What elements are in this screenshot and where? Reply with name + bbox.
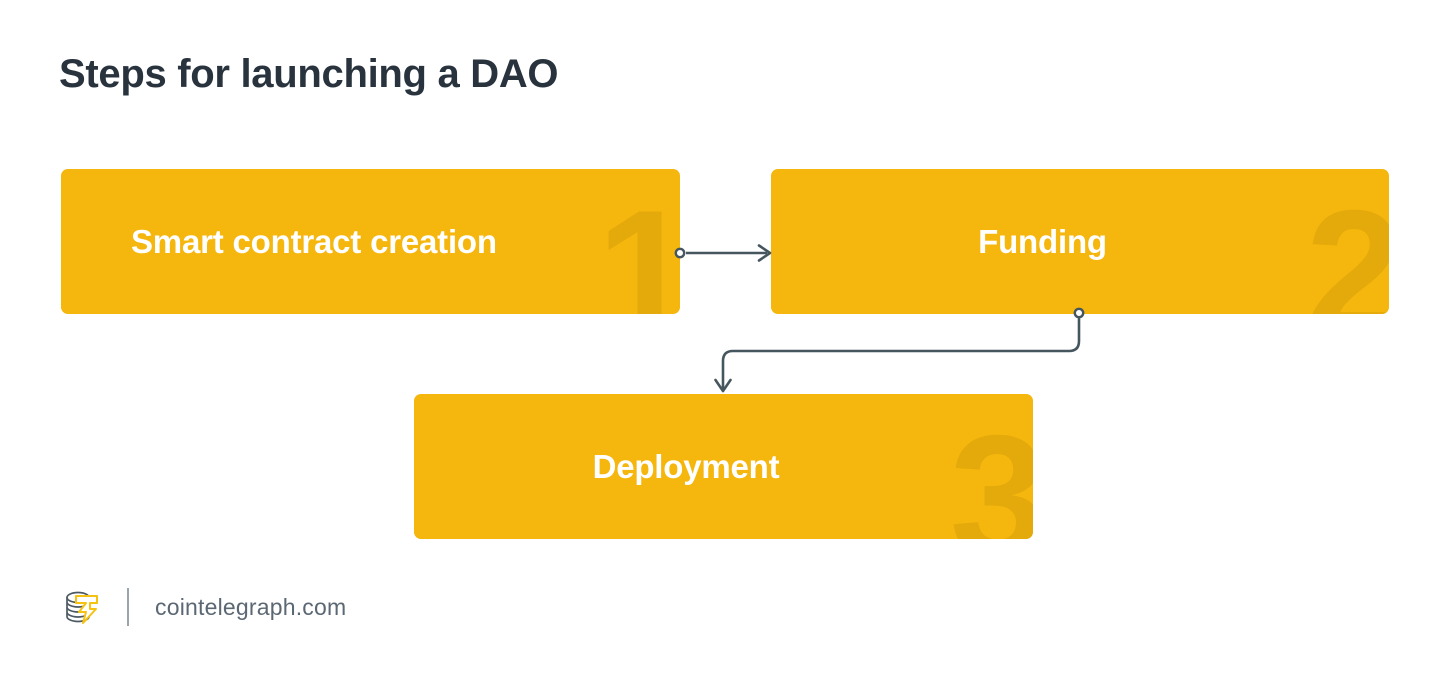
step-label-1: Smart contract creation — [131, 222, 497, 260]
step-box-deployment: 3 Deployment — [414, 394, 1033, 539]
connector-step1-to-step2 — [674, 244, 772, 262]
step-number-watermark-3: 3 — [949, 400, 1033, 539]
footer: cointelegraph.com — [59, 580, 346, 634]
cointelegraph-logo-icon — [66, 591, 98, 624]
connector-arrowhead-2 — [714, 378, 732, 393]
step-box-funding: 2 Funding — [771, 169, 1389, 314]
connector-line-2 — [721, 317, 1081, 390]
connector-step2-to-step3 — [714, 307, 1085, 393]
step-number-watermark-1: 1 — [596, 175, 680, 314]
step-box-smart-contract-creation: 1 Smart contract creation — [61, 169, 680, 314]
connector-arrowhead-1 — [757, 244, 772, 262]
footer-divider — [127, 588, 129, 626]
step-label-3: Deployment — [592, 447, 780, 485]
step-number-watermark-2: 2 — [1305, 175, 1389, 314]
footer-site-label: cointelegraph.com — [155, 593, 347, 620]
step-label-2: Funding — [978, 222, 1107, 260]
page-title: Steps for launching a DAO — [59, 52, 559, 96]
